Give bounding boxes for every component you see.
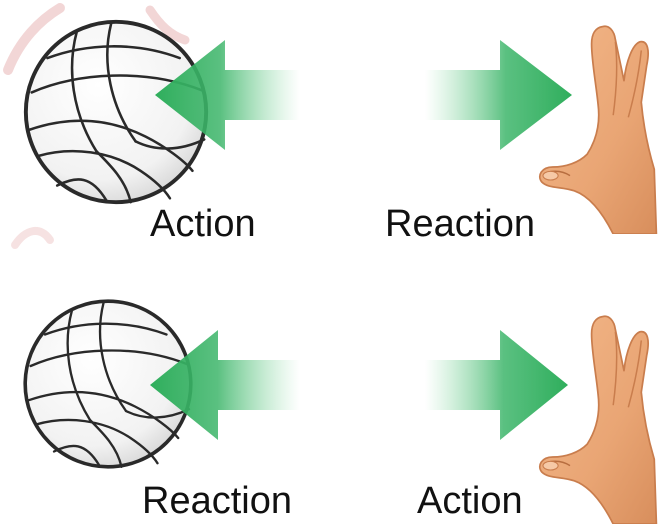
arrow-left-icon <box>150 330 300 440</box>
arrow-right-icon <box>425 40 572 150</box>
row-2 <box>23 299 658 524</box>
row-2-left-label: Reaction <box>142 480 292 522</box>
hand-icon <box>538 25 658 234</box>
arrow-left-icon <box>155 40 300 150</box>
row-2-right-label: Action <box>417 480 523 522</box>
arrow-right-icon <box>425 330 568 440</box>
row-1 <box>23 19 658 234</box>
row-1-right-label: Reaction <box>385 203 535 245</box>
row-1-left-label: Action <box>150 203 256 245</box>
hand-icon <box>538 315 658 524</box>
